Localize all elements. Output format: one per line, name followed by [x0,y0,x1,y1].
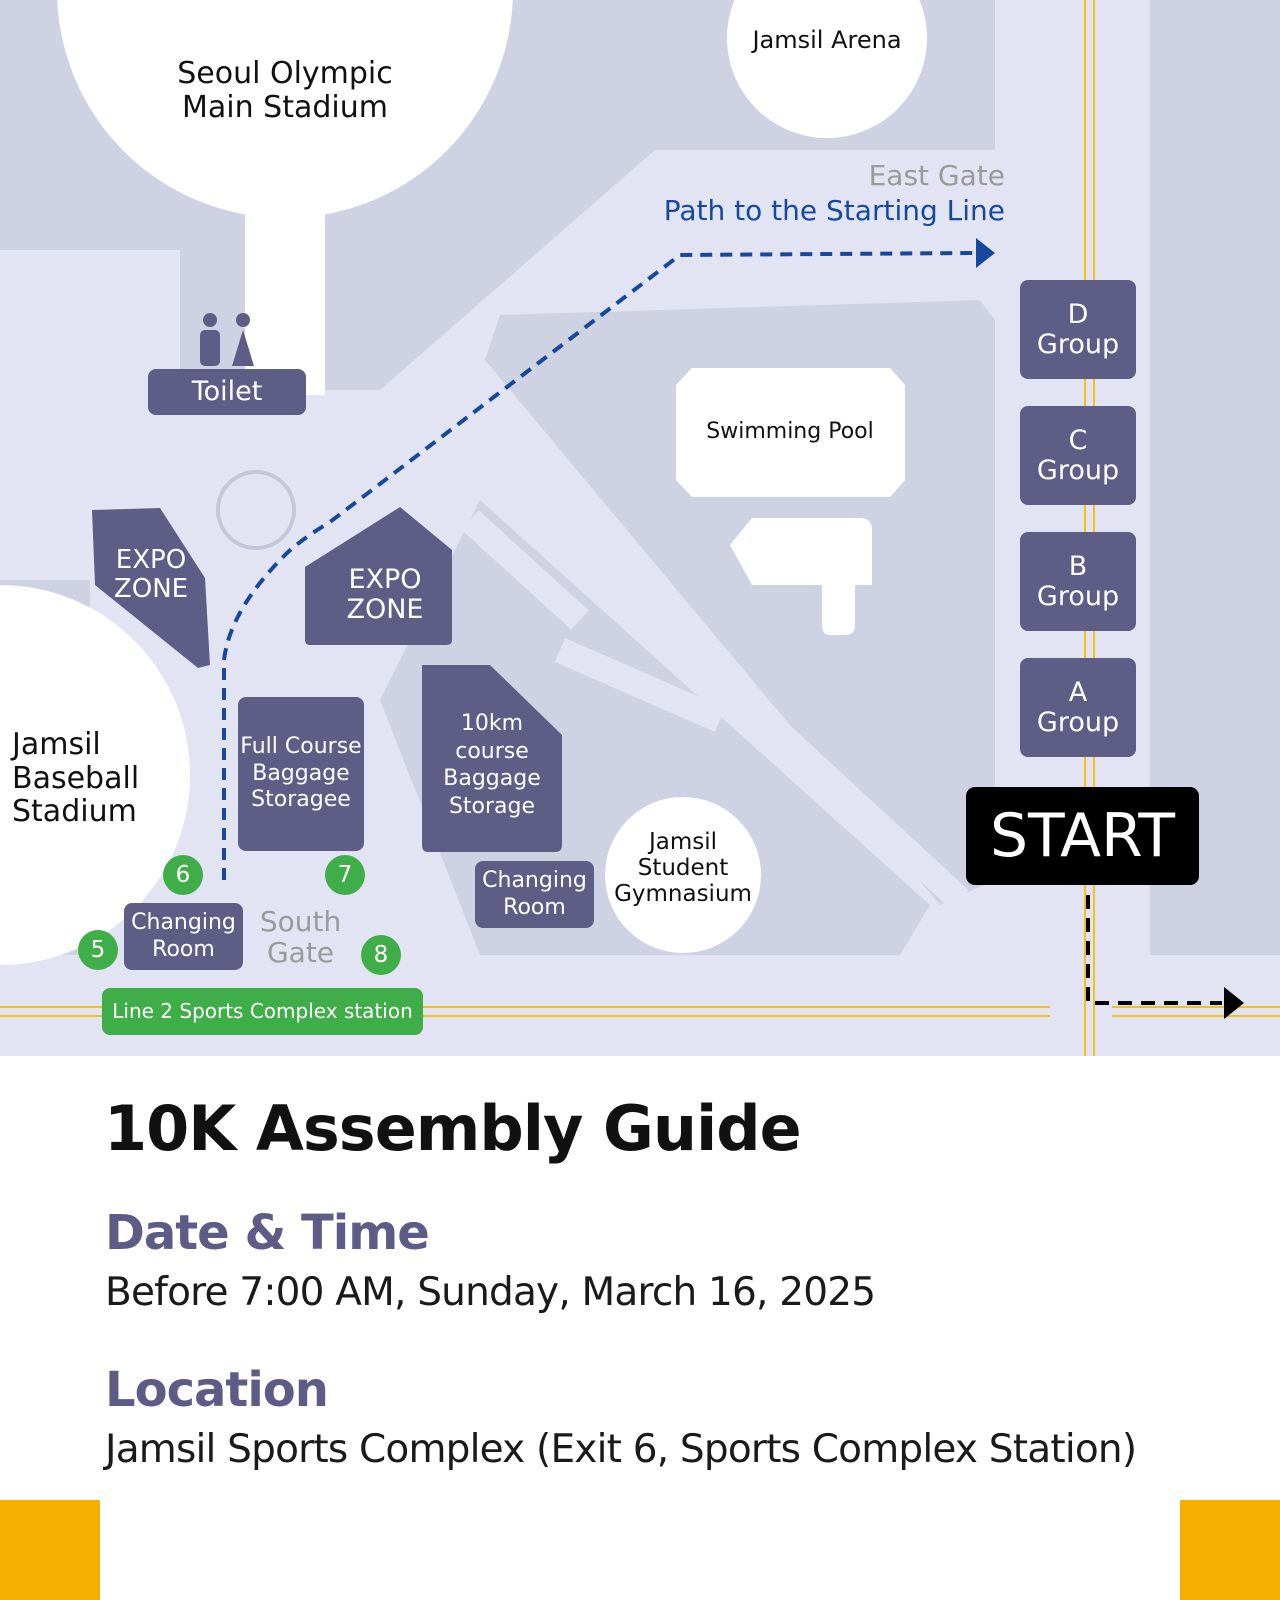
plaza-circle [216,470,296,550]
expo-zone-center-shape [305,507,452,645]
south-gate-label: South Gate [259,905,342,970]
walkways [461,465,969,910]
group-b-box: B Group [1020,532,1136,631]
expo-zone-center-label: EXPO ZONE [346,564,424,626]
swimming-pool-label: Swimming Pool [706,419,874,444]
changing-room-left-box: Changing Room [124,903,243,970]
start-path [1086,895,1222,1005]
exit-7-badge: 7 [325,855,365,895]
start-box: START [966,787,1199,885]
main-stadium-label: Seoul Olympic Main Stadium [177,56,393,125]
venue-map: Seoul Olympic Main Stadium Jamsil Arena … [0,0,1280,1056]
arena-shape [727,0,927,138]
station-badge: Line 2 Sports Complex station [102,988,423,1035]
guide-title: 10K Assembly Guide [104,1092,802,1165]
date-heading: Date & Time [105,1205,430,1261]
gymnasium-label: Jamsil Student Gymnasium [614,829,752,907]
route-path [222,251,976,880]
pool-annex [730,518,872,635]
tenk-baggage-label: 10km course Baggage Storage [443,711,541,819]
east-gate-label: East Gate [868,159,1005,192]
pool-building [676,368,905,497]
changing-room-right-box: Changing Room [475,861,594,928]
expo-zone-left-label: EXPO ZONE [113,545,189,605]
route-arrow [976,238,995,268]
main-stadium-shape [57,0,513,218]
group-a-box: A Group [1020,658,1136,757]
gymnasium-shape [605,797,761,953]
expo-zone-left-shape [92,508,210,668]
tenk-baggage-shape [422,665,562,852]
baseball-stadium-shape [0,585,190,965]
exit-5-badge: 5 [78,930,118,970]
location-heading: Location [105,1362,329,1418]
full-course-baggage-box: Full Course Baggage Storagee [238,697,364,851]
toilet-box: Toilet [148,369,306,415]
accent-block-left [0,1500,100,1600]
start-arrow [1224,987,1244,1019]
toilet-people-icon [196,310,262,366]
group-c-box: C Group [1020,406,1136,505]
path-label: Path to the Starting Line [663,194,1005,227]
location-value: Jamsil Sports Complex (Exit 6, Sports Co… [105,1427,1137,1472]
accent-block-right [1180,1500,1280,1600]
baseball-stadium-label: Jamsil Baseball Stadium [12,727,140,830]
exit-6-badge: 6 [163,855,203,895]
date-value: Before 7:00 AM, Sunday, March 16, 2025 [105,1270,876,1315]
group-d-box: D Group [1020,280,1136,379]
arena-label: Jamsil Arena [752,26,902,54]
exit-8-badge: 8 [361,935,401,975]
